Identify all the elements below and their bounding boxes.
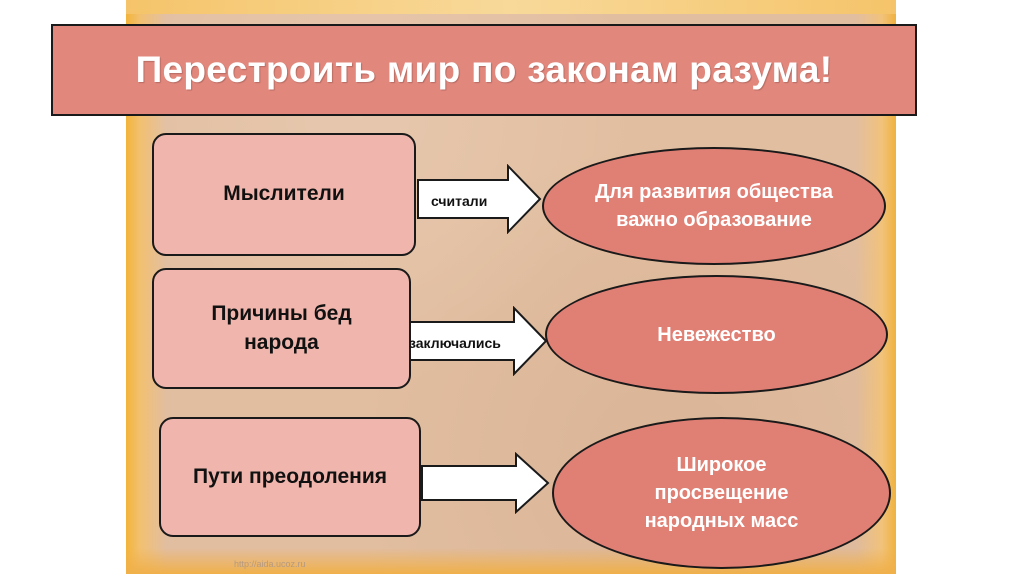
ellipse-ignorance: Невежество <box>545 275 888 394</box>
arrow-considered <box>417 164 542 234</box>
box-causes: Причины бед народа <box>152 268 411 389</box>
ellipse-enlightenment-label: Широкое просвещение народных масс <box>644 454 799 532</box>
watermark: http://aida.ucoz.ru <box>234 559 306 569</box>
arrow-label-considered: считали <box>431 193 488 209</box>
ellipse-ignorance-label: Невежество <box>657 323 776 346</box>
box-thinkers-label: Мыслители <box>223 182 345 206</box>
box-ways: Пути преодоления <box>159 417 421 537</box>
arrow-consisted <box>409 306 548 376</box>
arrow-label-consisted: заключались <box>409 335 501 351</box>
box-ways-label: Пути преодоления <box>192 464 388 488</box>
title-box: Перестроить мир по законам разума! <box>51 24 917 116</box>
box-thinkers: Мыслители <box>152 133 416 256</box>
decorative-border-top <box>126 0 896 14</box>
slide-title: Перестроить мир по законам разума! <box>135 49 833 90</box>
arrow-ways <box>421 452 550 514</box>
ellipse-enlightenment: Широкое просвещение народных масс <box>552 417 891 569</box>
ellipse-education-label: Для развития общества важно образование <box>595 181 833 231</box>
box-causes-label: Причины бед народа <box>211 302 352 354</box>
ellipse-education: Для развития общества важно образование <box>542 147 886 265</box>
